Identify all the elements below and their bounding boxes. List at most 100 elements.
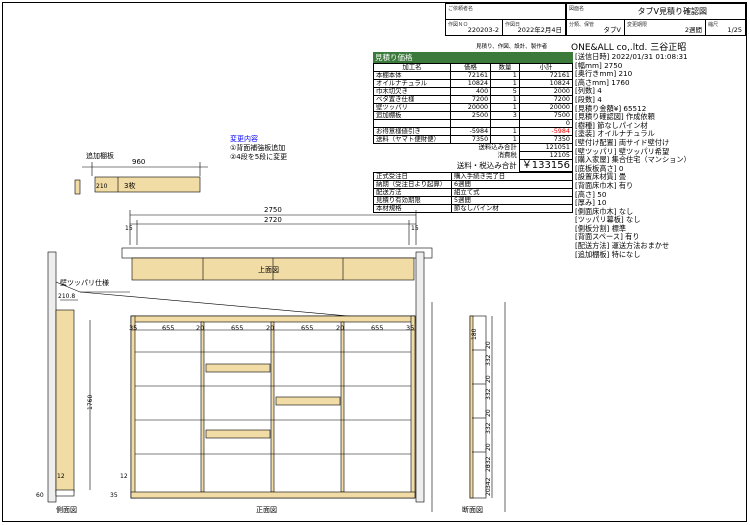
spec-line: [塗装] オイルナチュラル [575,129,655,139]
front-dim: 20 [196,324,204,332]
section-dim: 332 [485,388,492,400]
section-top: 180 [471,328,478,340]
drawing-title: タブV見積り確認図 [637,7,707,16]
company-name: ONE&ALL co,.ltd. 三谷正昭 [571,43,687,53]
order-no: 220203-2 [467,26,499,34]
category-cell: 分類、保管 タブV [566,19,625,36]
extra-shelf-width: 960 [132,158,145,166]
front-dim: 655 [301,324,313,332]
consumption-tax-label: 消費税 [497,151,517,159]
spec-line: [見積り金額¥] 65512 [575,103,647,113]
spec-line: [幅mm] 2750 [575,60,623,70]
order-info-table: 正式受注日購入手続き完了日納期（受注日より起算）6週間配送方法組立て式見積り有効… [373,172,573,213]
inner-width: 2720 [264,216,282,224]
side-15-left: 15 [125,225,133,232]
height-dim: 1760 [87,395,94,410]
change-item: ①背面補強板追加 [230,144,286,152]
page-cell: 縮尺 1/25 [705,19,746,36]
front-dim: 35 [406,324,414,332]
section-dim: 332 [485,422,492,434]
spec-line: [高さmm] 1760 [575,77,630,87]
front-view-label: 正面図 [256,506,277,514]
spec-line: [列数] 4 [575,86,602,96]
spec-line: [壁付け配置] 両サイド壁付け [575,137,670,147]
total-label: 送料・税込み合計 [456,161,517,170]
section-view-label: 断面図 [462,505,483,514]
change-period-label: 変更期限 [627,22,648,28]
spec-line: [奥行きmm] 210 [575,69,633,79]
page-label: 縮尺 [708,22,719,28]
extra-shelf-label: 追加棚板 [86,151,114,160]
spec-line: [樹種] 節なしパイン材 [575,120,648,130]
section-dim: 332 [485,456,492,468]
section-dim: 20 [485,443,492,451]
front-dim: 35 [129,324,137,332]
spec-line: [壁ツッパリ] 壁ツッパリ希望 [575,146,670,156]
front-dim: 655 [371,324,383,332]
estimate-title: 見積り価格 [373,52,573,63]
spec-line: [背面床巾木] 有り [575,180,634,190]
section-dim: 20 [485,341,492,349]
spec-line: [背面スペース] 有り [575,232,640,242]
order-no-label: 作図ＮＯ [448,22,469,28]
spec-line: [追加棚板] 特になし [575,249,641,259]
order-info-cell: 節なしパイン材 [451,204,573,213]
change-item: ②4段を5段に変更 [230,153,288,161]
section-dim: 332 [485,354,492,366]
spec-line: [見積り確認図] 作成依頼 [575,112,655,122]
drawing-name-label: 図面名 [569,6,585,12]
change-period: 2週間 [684,26,702,34]
page-number: 1/25 [727,26,742,34]
front-12: 12 [120,473,128,480]
tax-incl-label: 送料込み合計 [478,143,517,152]
order-no-cell: 作図ＮＯ 220203-2 [445,19,503,36]
category: タブV [603,26,621,34]
section-dim: 20 [485,464,492,472]
company-caption: 見積り、作図、設計、製作者 [476,44,548,50]
drawn-date-label: 作図日 [505,22,521,28]
front-dim: 655 [162,324,174,332]
section-dim: 20 [485,488,492,496]
spec-line: [側面床巾木] なし [575,206,634,216]
estimate-cell: 7350 [449,135,492,144]
section-dim: 20 [485,375,492,383]
front-dim: 20 [336,324,344,332]
total-row: 送料・税込み合計 ￥133156 [374,159,574,172]
side-depth: 210.8 [58,293,75,300]
estimate-title-text: 見積り価格 [375,53,413,62]
order-info-row: 本材規格節なしパイン材 [373,204,573,213]
spec-line: [厚み] 10 [575,198,607,208]
side-15-right: 15 [411,225,419,232]
spec-line: [ツッパリ幕板] なし [575,215,641,225]
side-view-label: 側面図 [56,505,77,514]
customer-label: ご依頼者名 [448,6,474,12]
total-value: ￥133156 [518,159,574,172]
drawn-date-cell: 作図日 2022年2月4日 [502,19,566,36]
base-12: 12 [57,473,65,480]
front-35: 35 [110,492,118,499]
category-label: 分類、保管 [569,22,595,28]
spec-line: [購入家屋] 集合住宅（マンション） [575,155,691,165]
spec-line: [段数] 4 [575,94,602,104]
spec-line: [高さ] 50 [575,189,607,199]
spec-line: [底板板高さ] 0 [575,163,624,173]
spec-list: [送信日時] 2022/01/31 01:08:31[幅mm] 2750[奥行き… [575,52,743,259]
base-60: 60 [36,492,44,499]
changes-note: 変更内容 ①背面補強板追加 ②4段を5段に変更 [230,135,287,162]
spec-line: [送信日時] 2022/01/31 01:08:31 [575,52,688,61]
section-dim: 20 [485,409,492,417]
tsuppari-label: 壁ツッパリ仕様 [60,278,109,287]
drawn-date: 2022年2月4日 [517,26,562,34]
section-dim: 342 [485,477,492,489]
front-dim: 655 [231,324,243,332]
changes-title: 変更内容 [230,135,258,143]
spec-line: [配送方法] 運送方法おまかせ [575,241,670,251]
extra-shelf-depth: 210 [96,183,108,190]
front-dim: 20 [266,324,274,332]
